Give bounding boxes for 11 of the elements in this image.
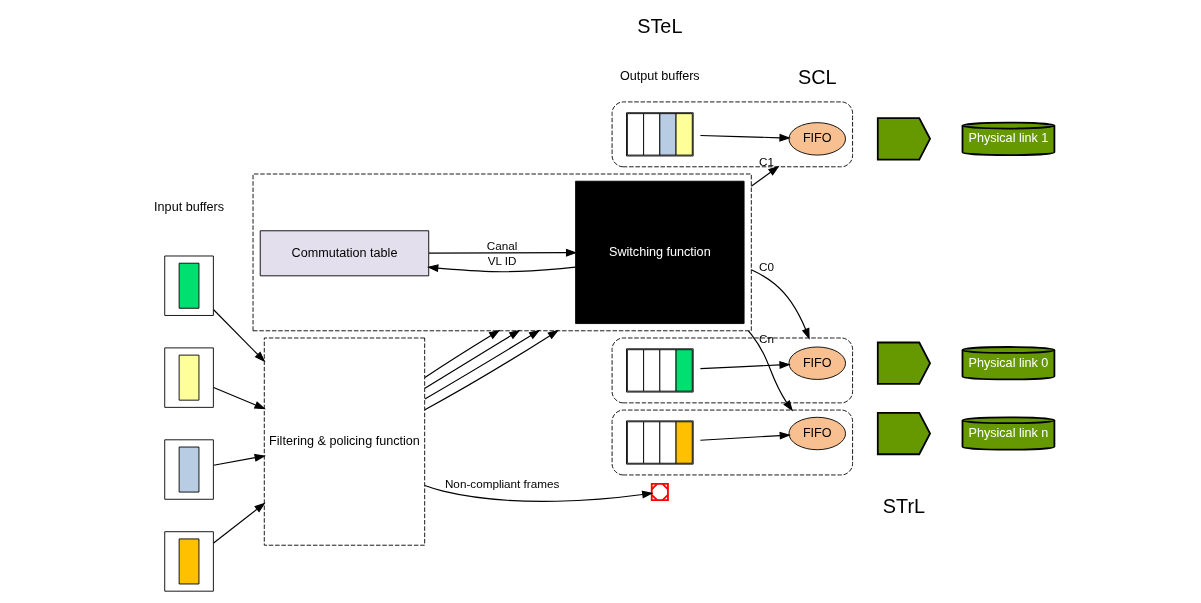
edge-label: Canal [486,239,517,253]
label: STeL [636,15,682,38]
edge-label: C0 [758,259,774,273]
edge-label: Cn [758,331,774,345]
edge-label: Non-compliant frames [444,476,559,490]
label: STrL [882,495,925,518]
label: Input buffers [153,199,224,214]
label: SCL [797,65,837,88]
edge-label: VL ID [487,254,517,268]
label: Output buffers [619,69,700,84]
edge-label: C1 [758,155,774,169]
